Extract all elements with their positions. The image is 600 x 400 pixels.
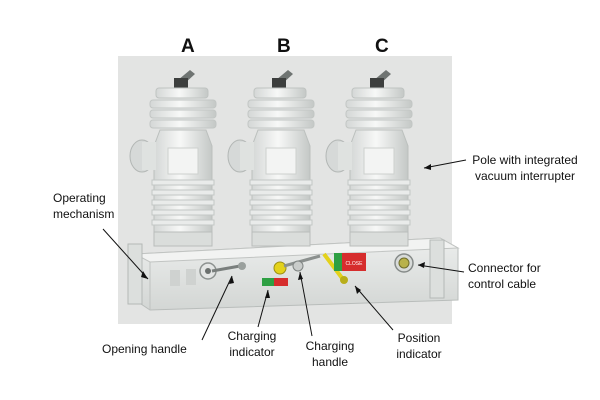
label-charging-handle: Charging handle xyxy=(305,339,355,369)
opening-handle-part xyxy=(199,262,246,280)
label-connector: Connector for control cable xyxy=(468,261,541,291)
label-charging-indicator: Charging indicator xyxy=(227,329,277,359)
leader-arrowheads xyxy=(141,164,431,298)
label-opening-handle: Opening handle xyxy=(102,342,187,356)
pole-b xyxy=(227,70,315,247)
charging-handle-part xyxy=(273,252,348,284)
pole-c xyxy=(325,70,413,247)
phase-label-b: B xyxy=(277,36,291,57)
label-operating-mechanism: Operating mechanism xyxy=(53,191,115,221)
phase-label-c: C xyxy=(375,36,389,57)
control-cable-connector-part xyxy=(394,253,414,273)
leader-lines xyxy=(102,159,467,341)
pole-a xyxy=(129,70,217,247)
position-indicator-part: CLOSE xyxy=(334,253,366,271)
label-position-indicator: Position indicator xyxy=(396,331,442,361)
phase-label-a: A xyxy=(181,36,195,57)
charging-indicator-part xyxy=(262,278,288,286)
label-pole: Pole with integrated vacuum interrupter xyxy=(472,153,578,183)
position-indicator-text: CLOSE xyxy=(346,261,364,267)
